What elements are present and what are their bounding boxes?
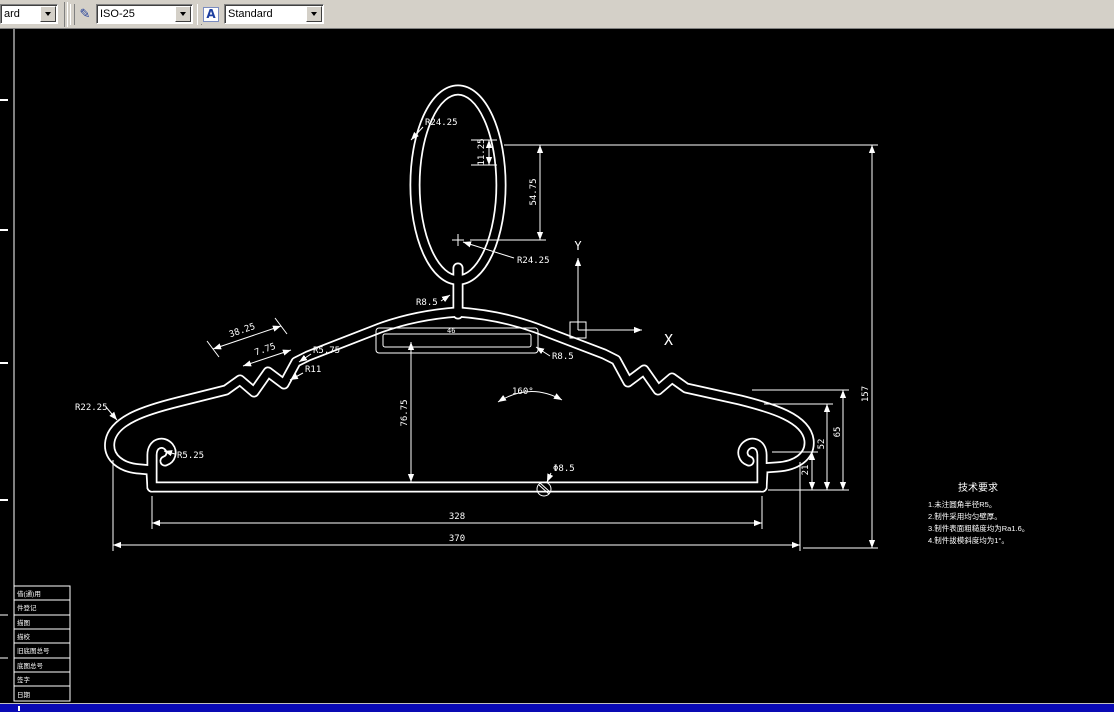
sheet-frame — [0, 29, 15, 701]
dim-style-button[interactable]: ✎ — [75, 4, 95, 24]
chevron-down-icon[interactable] — [175, 6, 191, 22]
chevron-down-icon[interactable] — [306, 6, 322, 22]
chevron-down-icon[interactable] — [40, 6, 56, 22]
hanger-outline — [110, 90, 810, 487]
cursor-caret — [18, 706, 20, 711]
tech-requirement-item: 1.未注圆角半径R5。 — [928, 499, 996, 509]
layer-style-combo-cropped[interactable]: ard — [0, 4, 58, 24]
dim-76-75: 76.75 — [400, 399, 410, 426]
title-block-row: 描校 — [17, 632, 31, 641]
dim-phi8-5: Φ8.5 — [553, 464, 575, 474]
dim-157: 157 — [861, 386, 871, 402]
title-block-row: 日期 — [17, 691, 31, 699]
command-line-bar[interactable] — [0, 703, 1114, 712]
text-style-icon: A — [203, 6, 219, 22]
title-block-row: 签字 — [17, 675, 31, 684]
dim-r22-25: R22.25 — [75, 403, 108, 413]
dim-46: 46 — [447, 327, 455, 335]
dim-style-pencil-icon: ✎ — [79, 6, 91, 22]
title-block-row: 底图总号 — [17, 661, 44, 670]
dim-21: 21 — [801, 465, 811, 476]
dimension-lines — [105, 126, 878, 551]
text-style-combo-value: Standard — [228, 8, 273, 20]
dim-52: 52 — [817, 439, 827, 450]
technical-requirements: 技术要求 1.未注圆角半径R5。 2.制件采用均匀壁厚。 3.制件表面粗糙度均为… — [928, 481, 1029, 545]
toolbar-grip[interactable] — [70, 4, 75, 25]
drawing-area[interactable]: 借(通)用 件登记 描图 描校 旧底图总号 底图总号 签字 日期 — [0, 29, 1114, 703]
title-block-row: 描图 — [17, 618, 30, 627]
text-style-button[interactable]: A — [201, 4, 221, 24]
title-block-row: 借(通)用 — [17, 589, 41, 598]
dim-r5-75: R5.75 — [313, 346, 340, 356]
toolbar-separator — [64, 2, 68, 27]
dimension-labels: R24.25 11.25 54.75 R24.25 R8.5 46 38.25 … — [75, 118, 871, 544]
tech-requirement-item: 2.制件采用均匀壁厚。 — [928, 511, 1002, 521]
x-axis-label: X — [664, 331, 673, 349]
title-block: 借(通)用 件登记 描图 描校 旧底图总号 底图总号 签字 日期 — [13, 585, 71, 702]
dim-370: 370 — [449, 534, 465, 544]
dim-r24-top: R24.25 — [425, 118, 458, 128]
dim-328: 328 — [449, 512, 465, 522]
title-block-row: 件登记 — [17, 603, 37, 612]
tech-requirements-title: 技术要求 — [958, 481, 998, 494]
dim-r8-5-neck: R8.5 — [416, 298, 438, 308]
tech-requirement-item: 3.制件表面粗糙度均为Ra1.6。 — [928, 523, 1029, 533]
dim-r5-25: R5.25 — [177, 451, 204, 461]
text-style-combo[interactable]: Standard — [224, 4, 324, 24]
tech-requirement-item: 4.制件拔模斜度均为1°。 — [928, 535, 1009, 545]
dim-54-75: 54.75 — [529, 178, 539, 205]
dim-r24-center: R24.25 — [517, 256, 550, 266]
ucs-icon: Y X — [569, 239, 673, 349]
dim-style-combo[interactable]: ISO-25 — [96, 4, 193, 24]
layer-style-combo-value: ard — [4, 8, 20, 20]
styles-toolbar: ard ✎ ISO-25 A Standard — [0, 0, 1114, 29]
drawing-viewport[interactable]: 借(通)用 件登记 描图 描校 旧底图总号 底图总号 签字 日期 — [0, 29, 1114, 703]
dim-style-combo-value: ISO-25 — [100, 8, 135, 20]
dim-11-25: 11.25 — [477, 138, 487, 165]
dim-65: 65 — [833, 427, 843, 438]
title-block-row: 旧底图总号 — [17, 646, 50, 655]
dim-38-25: 38.25 — [228, 322, 257, 340]
dim-angle-160: 160° — [512, 387, 534, 397]
dim-r8-5-center: R8.5 — [552, 352, 574, 362]
y-axis-label: Y — [574, 239, 582, 253]
dim-r11: R11 — [305, 365, 321, 375]
